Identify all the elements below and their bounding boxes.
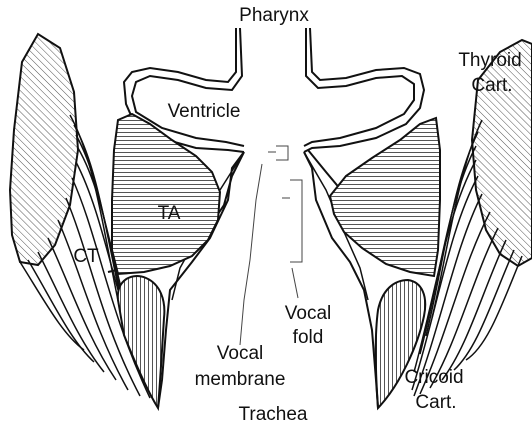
label-cricoid-line2: Cart. bbox=[415, 392, 456, 413]
label-vocal-fold-line1: Vocal bbox=[285, 303, 331, 324]
label-vocal-membrane-line1: Vocal bbox=[217, 343, 263, 364]
ventricle-right bbox=[304, 28, 424, 152]
thyroarytenoid-muscle-right bbox=[330, 118, 440, 276]
label-vocal-membrane-line2: membrane bbox=[195, 369, 286, 390]
label-trachea: Trachea bbox=[239, 404, 308, 425]
label-pharynx: Pharynx bbox=[239, 5, 309, 26]
label-vocal-fold-line2: fold bbox=[293, 327, 324, 348]
cricoid-cartilage-left bbox=[118, 276, 165, 408]
label-cricoid-line1: Cricoid bbox=[404, 367, 463, 388]
label-ventricle: Ventricle bbox=[168, 101, 241, 122]
thyroid-cartilage-left bbox=[10, 34, 78, 265]
label-ta: TA bbox=[158, 203, 181, 224]
cricoid-cartilage-right bbox=[376, 280, 426, 408]
label-thyroid-line1: Thyroid bbox=[458, 50, 521, 71]
label-ct: CT bbox=[73, 246, 99, 267]
label-thyroid-line2: Cart. bbox=[471, 75, 512, 96]
thyroarytenoid-muscle-left bbox=[112, 114, 220, 274]
